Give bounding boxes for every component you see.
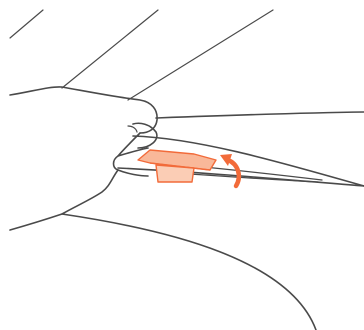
panel-slot-lower bbox=[117, 167, 364, 187]
hand-thumb bbox=[9, 169, 119, 231]
panel-slot-upper bbox=[132, 135, 364, 187]
curved-arrow-head bbox=[220, 154, 232, 166]
background-window-lines bbox=[9, 9, 274, 101]
curved-arrow-shaft bbox=[225, 157, 241, 189]
release-tab-edge bbox=[149, 162, 211, 171]
hand bbox=[9, 86, 158, 231]
panel-top-edge bbox=[155, 111, 364, 119]
hand-top-outline bbox=[9, 86, 158, 134]
hand-crease bbox=[127, 125, 138, 133]
vehicle-panel bbox=[61, 111, 364, 330]
release-tab bbox=[137, 149, 217, 183]
window-line-1 bbox=[9, 9, 44, 39]
hand-knuckle bbox=[132, 122, 158, 149]
window-line-3 bbox=[127, 9, 274, 101]
curved-arrow-icon bbox=[220, 154, 241, 189]
panel-lower-curve bbox=[61, 213, 317, 330]
window-line-2 bbox=[61, 9, 159, 89]
